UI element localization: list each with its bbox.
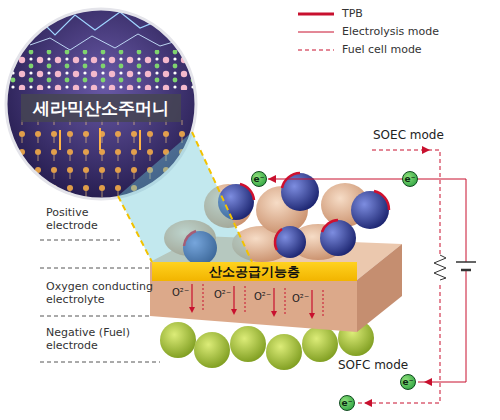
ion-arrow (311, 290, 312, 314)
nickel-particle (194, 332, 230, 368)
electrolysis-wire (418, 270, 466, 382)
nickel-particle (160, 322, 196, 358)
node-text: 세라믹산소주머니 (21, 94, 181, 122)
fuel-cell-wire (372, 150, 440, 255)
ion-arrow (191, 284, 192, 308)
legend-text: Fuel cell mode (342, 43, 422, 57)
tpb-arc (374, 191, 389, 210)
arrow-head (422, 146, 430, 154)
resistor-symbol (434, 255, 446, 280)
electrolyte-front (150, 262, 357, 332)
arrow-head (364, 399, 372, 407)
zoom-line (192, 132, 252, 262)
atom-lattice (5, 50, 205, 90)
layer-label: Negative (Fuel) electrode (46, 326, 146, 352)
arrow-head (189, 307, 195, 313)
flow-arrow (99, 128, 101, 150)
layer-label: Oxygen conducting electrolyte (46, 280, 166, 306)
layer-label: Positive electrode (46, 206, 138, 232)
node-text: e⁻ (401, 375, 415, 389)
oxide-particle (351, 191, 389, 229)
tpb-arc (275, 229, 282, 250)
zoom-cone (118, 132, 252, 262)
node-text: 산소공급기능층 (152, 262, 357, 281)
ion-label: O²⁻ (292, 293, 309, 304)
node-text: e⁻ (252, 172, 266, 186)
electron-circle: e⁻ (400, 374, 416, 390)
flow-arrow (139, 130, 141, 150)
layer-divider (40, 362, 160, 363)
electrolysis-wire (268, 179, 466, 262)
oxide-particle (320, 220, 356, 256)
electrolyte-side (357, 244, 402, 332)
tpb-arc (322, 220, 338, 232)
tpb-arc (282, 173, 300, 188)
nickel-particle (230, 326, 266, 362)
arrow-head (424, 378, 432, 386)
lightning (30, 34, 180, 50)
legend-sample (298, 13, 334, 16)
arrow-head (271, 311, 277, 317)
ion-arrow (203, 284, 204, 312)
node-text: e⁻ (403, 172, 417, 186)
oxide-particle (274, 226, 306, 258)
zoom-line (118, 196, 152, 262)
tpb-arc (240, 184, 254, 200)
ion-label: O²⁻ (254, 291, 271, 302)
ion-arrow (285, 288, 286, 316)
layer-divider (40, 240, 120, 241)
fuel-cell-wire (358, 285, 440, 403)
node-text: e⁻ (340, 396, 354, 410)
mode-label: SOEC mode (373, 128, 444, 142)
ion-arrow (233, 286, 234, 310)
arrow-head (231, 309, 237, 315)
battery-symbol (461, 269, 471, 272)
battery-symbol (456, 261, 476, 263)
nickel-particle (302, 326, 338, 362)
layer-divider (40, 316, 150, 317)
electron-circle: e⁻ (339, 395, 355, 411)
arrow-head (268, 175, 276, 183)
legend-sample (298, 50, 334, 51)
legend-sample (298, 32, 334, 33)
arrow-head (309, 313, 315, 319)
ion-arrows (189, 284, 323, 319)
ion-arrow (273, 288, 274, 312)
nickel-particle (266, 334, 302, 370)
electron-circle: e⁻ (251, 171, 267, 187)
ion-label: O²⁻ (172, 287, 189, 298)
ion-arrow (323, 290, 324, 318)
ion-arrow (245, 286, 246, 314)
electron-circle: e⁻ (402, 171, 418, 187)
ion-label: O²⁻ (214, 289, 231, 300)
legend-text: Electrolysis mode (342, 25, 439, 39)
legend-text: TPB (342, 7, 363, 21)
layer-divider (40, 268, 150, 269)
flow-arrow (59, 130, 61, 150)
mode-label: SOFC mode (338, 358, 408, 372)
magnified-circle: 세라믹산소주머니 (5, 8, 197, 200)
oxygen-supply-layer: 산소공급기능층 (152, 262, 357, 281)
